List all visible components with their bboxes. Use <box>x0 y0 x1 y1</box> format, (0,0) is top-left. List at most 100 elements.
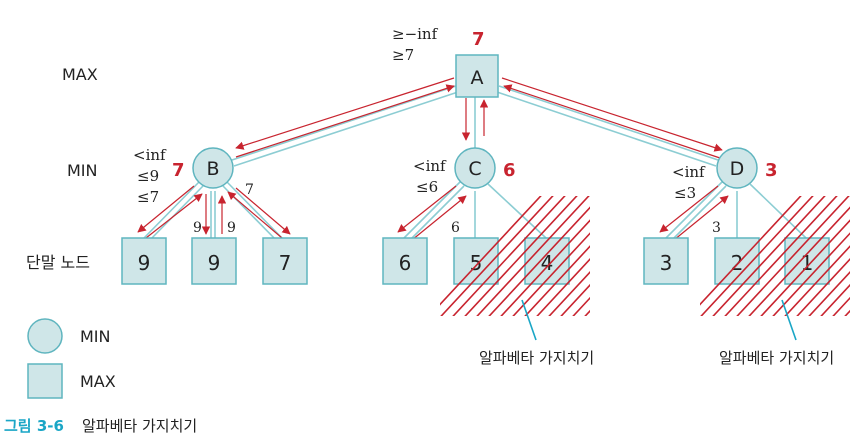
arrow-a-to-b <box>235 77 455 150</box>
edge-d-l7 <box>665 181 723 239</box>
leaf-4: 6 <box>382 237 428 285</box>
edge-c-l6 <box>487 183 547 239</box>
hatch-line <box>548 270 590 316</box>
hatch-line <box>772 232 850 316</box>
node-c: C <box>454 147 496 189</box>
node-a: A <box>455 54 499 98</box>
caption-text: 알파베타 가지치기 <box>82 417 197 435</box>
leaf-1-value: 9 <box>138 251 151 275</box>
pruning-hatch-d <box>700 196 850 316</box>
arrow-b-to-9a <box>137 185 195 233</box>
hatch-line <box>500 219 590 316</box>
node-b-label: B <box>206 158 219 180</box>
legend-max-square-icon <box>27 363 63 399</box>
leaf-3: 7 <box>262 237 308 285</box>
legend-min-label: MIN <box>80 327 111 346</box>
leaf-2-value: 9 <box>208 251 221 275</box>
min-node-circle <box>192 147 234 189</box>
hatch-line <box>572 296 590 316</box>
edge-a-d-2 <box>496 91 717 167</box>
node-a-label: A <box>471 67 484 89</box>
pruning-label-d: 알파베타 가지치기 <box>719 349 834 367</box>
min-node-circle <box>454 147 496 189</box>
edge-c-l4 <box>403 181 461 239</box>
hatch-line <box>476 196 590 316</box>
legend-max-label: MAX <box>80 372 116 391</box>
arrow-9a-to-b <box>145 193 203 239</box>
node-c-bound-1: <inf <box>413 157 447 175</box>
hatch-line <box>536 258 590 316</box>
node-b-bound-2: ≤9 <box>137 167 159 185</box>
hatch-line <box>784 245 850 316</box>
hatch-line <box>796 258 850 316</box>
node-d-label: D <box>730 158 745 180</box>
node-c-bound-2: ≤6 <box>416 178 438 196</box>
hatch-line <box>712 196 826 316</box>
hatch-line <box>440 196 542 306</box>
hatch-line <box>736 196 850 316</box>
hatch-line <box>808 270 850 316</box>
edge-label-b-right: 9 <box>227 220 236 236</box>
legend-min-circle-icon <box>27 318 63 354</box>
node-d-bound-2: ≤3 <box>674 184 696 202</box>
arrow-3-to-d <box>673 195 729 241</box>
level-label-min: MIN <box>67 161 98 180</box>
node-b: B <box>192 147 234 189</box>
arrow-d-to-a <box>503 84 721 159</box>
node-d-value: 3 <box>765 160 778 181</box>
leaf-2: 9 <box>191 237 237 285</box>
pruning-pointer-c <box>521 299 537 341</box>
arrow-a-to-d <box>501 77 723 152</box>
pruning-pointer-d <box>781 299 797 341</box>
edge-c-l4-2 <box>407 185 465 243</box>
node-a-value: 7 <box>472 29 485 50</box>
edge-a-b <box>231 85 457 161</box>
node-b-bound-1: <inf <box>133 146 167 164</box>
arrow-6-to-c <box>411 195 467 241</box>
edge-a-b-2 <box>233 91 459 167</box>
edge-b-l1 <box>143 181 200 239</box>
edge-label-d: 3 <box>712 220 721 236</box>
arrow-7-to-b <box>227 191 283 239</box>
edge-label-c: 6 <box>451 220 460 236</box>
min-node-circle <box>716 147 758 189</box>
pruning-hatch-c <box>440 196 590 316</box>
arrow-b-to-7 <box>235 187 291 235</box>
arrow-b-to-a <box>235 84 455 158</box>
hatch-line <box>724 196 838 316</box>
leaf-4-value: 6 <box>399 251 412 275</box>
leaf-8-value: 2 <box>731 251 744 275</box>
max-node-square <box>455 54 499 98</box>
hatch-line <box>700 196 802 306</box>
level-label-terminal: 단말 노드 <box>26 253 90 272</box>
pruning-label-c: 알파베타 가지치기 <box>479 349 594 367</box>
hatch-line <box>464 196 578 316</box>
edge-label-b-up-right: 7 <box>245 182 254 198</box>
leaf-3-value: 7 <box>279 251 292 275</box>
caption-number: 그림 3-6 <box>4 417 64 435</box>
node-d-bound-1: <inf <box>672 163 706 181</box>
node-c-label: C <box>468 158 481 180</box>
hatch-line <box>820 283 850 316</box>
arrow-d-to-3 <box>659 185 719 233</box>
node-a-bound-1: ≥−inf <box>392 25 439 43</box>
traversal-arrows <box>137 77 729 241</box>
node-b-value: 7 <box>172 160 185 181</box>
node-c-value: 6 <box>503 160 516 181</box>
hatch-line <box>440 196 554 316</box>
edge-a-d <box>498 85 719 161</box>
hatch-line <box>560 283 590 316</box>
hatch-line <box>512 232 590 316</box>
edge-b-l3 <box>226 181 283 239</box>
leaf-7: 3 <box>643 237 689 285</box>
hatch-line <box>700 196 814 316</box>
leaf-7-value: 3 <box>660 251 673 275</box>
node-d: D <box>716 147 758 189</box>
level-label-max: MAX <box>62 65 98 84</box>
hatch-line <box>452 196 566 316</box>
hatch-line <box>748 206 850 316</box>
leaf-1: 9 <box>121 237 167 285</box>
edge-d-l9 <box>749 183 807 239</box>
hatch-line <box>832 296 850 316</box>
